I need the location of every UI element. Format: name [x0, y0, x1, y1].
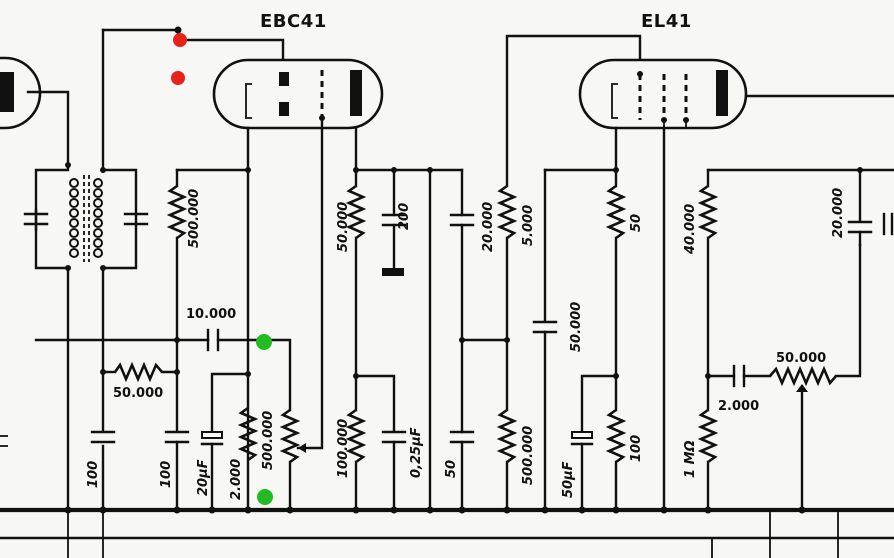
label-c-50k: 50.000: [569, 302, 584, 352]
red-markers: [171, 33, 187, 85]
previous-tube: [0, 56, 42, 130]
label-c-50: 50: [444, 460, 459, 478]
tube-el41: [578, 58, 748, 130]
label-r-20k: 20.000: [481, 202, 496, 252]
label-c-50uf: 50µF: [561, 461, 576, 498]
label-c-20k-right: 20.000: [831, 188, 846, 238]
label-r-5k: 5.000: [521, 205, 536, 246]
green-markers: [256, 334, 273, 505]
if-transformer: [23, 28, 149, 512]
label-c-20uf: 20µF: [196, 459, 211, 496]
green-marker: [257, 489, 273, 505]
label-r-100k: 100.000: [336, 419, 351, 478]
label-pot-500k: 500.000: [261, 411, 276, 470]
label-c-100-b: 100: [159, 461, 174, 488]
label-c-200: 200: [397, 203, 412, 230]
label-c-100-a: 100: [86, 461, 101, 488]
red-marker: [173, 33, 187, 47]
tube-label-ebc41: EBC41: [260, 11, 327, 32]
label-r-50k-plate: 50.000: [336, 202, 351, 252]
label-r-500k-grid: 500.000: [521, 426, 536, 485]
label-r-50k-left: 50.000: [113, 386, 163, 401]
red-marker: [171, 71, 185, 85]
label-c-025uf: 0,25µF: [409, 427, 424, 478]
label-pot-50k: 50.000: [776, 351, 826, 366]
label-r-1m: 1 MΩ: [683, 440, 698, 478]
label-r-40k: 40.000: [683, 204, 698, 255]
label-r-100: 100: [629, 435, 644, 462]
tube-ebc41: [212, 58, 384, 130]
tube-label-el41: EL41: [641, 11, 692, 32]
label-r-500k-top: 500.000: [187, 189, 202, 248]
label-c-2000: 2.000: [718, 399, 759, 414]
label-r-2000: 2.000: [229, 459, 244, 500]
label-r-50: 50: [629, 214, 644, 232]
label-c-10k: 10.000: [186, 307, 236, 322]
green-marker: [256, 334, 272, 350]
